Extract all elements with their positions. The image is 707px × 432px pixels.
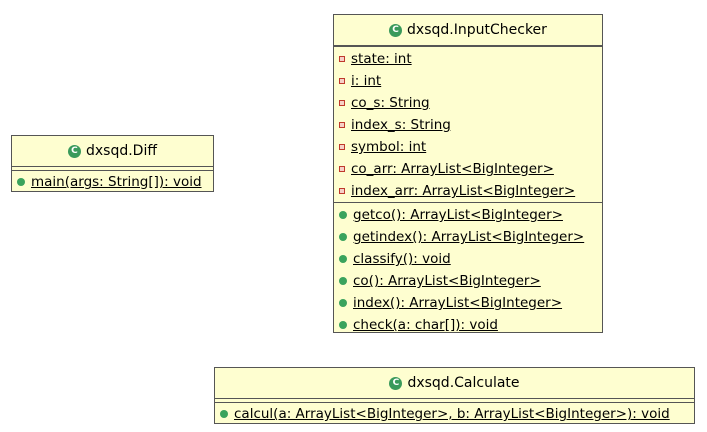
private-field-icon: [339, 56, 345, 62]
public-method-icon: [220, 410, 228, 418]
public-method-icon: [339, 211, 347, 219]
method-signature: calcul(a: ArrayList<BigInteger>, b: Arra…: [234, 406, 670, 422]
method-signature: index(): ArrayList<BigInteger>: [353, 295, 563, 311]
public-method-icon: [339, 277, 347, 285]
public-method-icon: [339, 299, 347, 307]
method-signature: getindex(): ArrayList<BigInteger>: [353, 229, 585, 245]
public-method-icon: [339, 233, 347, 241]
field-signature: symbol: int: [351, 139, 427, 155]
method-signature: getco(): ArrayList<BigInteger>: [353, 207, 563, 223]
private-field-icon: [339, 144, 345, 150]
class-icon: C: [389, 23, 403, 37]
method-signature: main(args: String[]): void: [31, 174, 202, 190]
class-icon: C: [67, 144, 81, 158]
field-signature: index_s: String: [351, 117, 451, 133]
field-signature: state: int: [351, 51, 412, 67]
method-signature: co(): ArrayList<BigInteger>: [353, 273, 541, 289]
method-row[interactable]: index(): ArrayList<BigInteger>: [334, 292, 602, 314]
method-row[interactable]: getindex(): ArrayList<BigInteger>: [334, 226, 602, 248]
field-row[interactable]: index_arr: ArrayList<BigInteger>: [334, 180, 602, 202]
field-signature: co_arr: ArrayList<BigInteger>: [351, 161, 554, 177]
method-row[interactable]: getco(): ArrayList<BigInteger>: [334, 204, 602, 226]
method-signature: classify(): void: [353, 251, 451, 267]
class-input-checker-header: C dxsqd.InputChecker: [334, 15, 602, 46]
field-row[interactable]: state: int: [334, 48, 602, 70]
class-diff-name: dxsqd.Diff: [85, 143, 157, 159]
class-calculate[interactable]: C dxsqd.Calculate calcul(a: ArrayList<Bi…: [214, 367, 695, 424]
class-icon: C: [389, 376, 403, 390]
method-row[interactable]: co(): ArrayList<BigInteger>: [334, 270, 602, 292]
private-field-icon: [339, 166, 345, 172]
method-row[interactable]: check(a: char[]): void: [334, 314, 602, 336]
private-field-icon: [339, 188, 345, 194]
class-calculate-header: C dxsqd.Calculate: [215, 368, 694, 399]
private-field-icon: [339, 78, 345, 84]
field-row[interactable]: co_arr: ArrayList<BigInteger>: [334, 158, 602, 180]
field-row[interactable]: symbol: int: [334, 136, 602, 158]
public-method-icon: [339, 255, 347, 263]
class-diff-empty-fields: [12, 167, 213, 171]
method-row[interactable]: main(args: String[]): void: [12, 171, 213, 193]
class-diff[interactable]: C dxsqd.Diff main(args: String[]): void: [11, 135, 214, 192]
class-input-checker-name: dxsqd.InputChecker: [407, 22, 547, 38]
public-method-icon: [17, 178, 25, 186]
method-signature: check(a: char[]): void: [353, 317, 498, 333]
class-input-checker[interactable]: C dxsqd.InputChecker state: int i: int c…: [333, 14, 603, 333]
field-row[interactable]: index_s: String: [334, 114, 602, 136]
method-row[interactable]: classify(): void: [334, 248, 602, 270]
field-row[interactable]: co_s: String: [334, 92, 602, 114]
public-method-icon: [339, 321, 347, 329]
field-row[interactable]: i: int: [334, 70, 602, 92]
methods-section: getco(): ArrayList<BigInteger> getindex(…: [334, 202, 602, 336]
fields-section: state: int i: int co_s: String index_s: …: [334, 46, 602, 202]
method-row[interactable]: calcul(a: ArrayList<BigInteger>, b: Arra…: [215, 403, 694, 425]
field-signature: index_arr: ArrayList<BigInteger>: [351, 183, 576, 199]
class-calculate-empty-fields: [215, 399, 694, 403]
class-calculate-name: dxsqd.Calculate: [407, 375, 520, 391]
field-signature: i: int: [351, 73, 382, 89]
private-field-icon: [339, 100, 345, 106]
field-signature: co_s: String: [351, 95, 430, 111]
class-diff-header: C dxsqd.Diff: [12, 136, 213, 167]
private-field-icon: [339, 122, 345, 128]
